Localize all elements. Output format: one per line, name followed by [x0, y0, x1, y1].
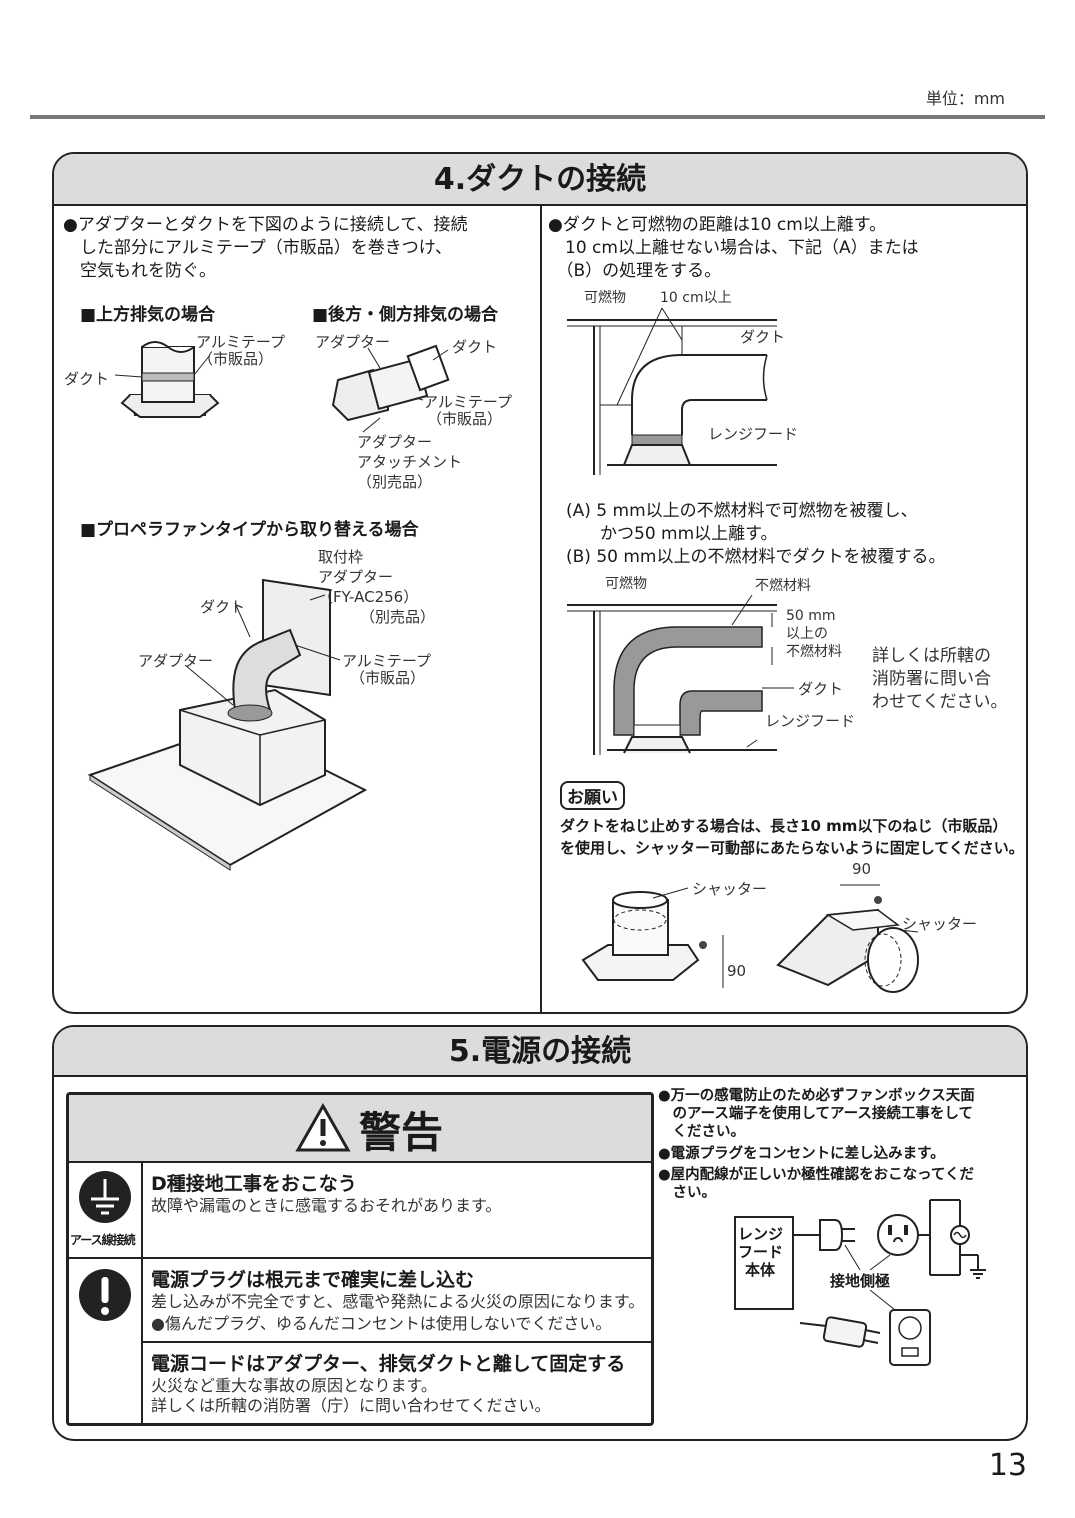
- request-tag: お願い: [560, 781, 625, 810]
- option-b: (B) 50 mm以上の不燃材料でダクトを被覆する。: [566, 547, 946, 567]
- nonflammable-diagram: [567, 594, 794, 755]
- prop-tape-sub: （市販品）: [350, 669, 426, 687]
- d2-nonflammable: 不燃材料: [755, 578, 811, 594]
- d1-duct: ダクト: [740, 328, 786, 346]
- shutter-label-2: シャッター: [902, 915, 978, 933]
- warning-triangle-icon: [295, 1103, 351, 1152]
- right-intro-3: （B）の処理をする。: [548, 261, 722, 281]
- top-tape-label: アルミテープ: [196, 333, 285, 351]
- frame-adapter-label: アダプター: [318, 568, 394, 586]
- earth-icon: [79, 1171, 131, 1223]
- right-intro-1: ●ダクトと可燃物の距離は10 cm以上離す。: [548, 215, 887, 235]
- section4-divider: [540, 206, 542, 1012]
- left-intro-1: ●アダプターとダクトを下図のように接続して、接続: [63, 215, 468, 235]
- top-exhaust-diagram: [114, 341, 220, 418]
- case-propeller-heading: ■プロペラファンタイプから取り替える場合: [80, 520, 419, 540]
- back-tape-label: アルミテープ: [423, 393, 512, 411]
- prop-tape-label: アルミテープ: [342, 652, 431, 670]
- unit-label: 単位：mm: [925, 89, 1005, 108]
- power-note-4: ●電源プラグをコンセントに差し込みます。: [658, 1146, 945, 1162]
- attach-label-1: アダプター: [357, 433, 433, 451]
- shutter-label-1: シャッター: [692, 880, 768, 898]
- d1-combustible: 可燃物: [584, 290, 626, 306]
- back-tape-sub: （市販品）: [427, 410, 503, 428]
- left-intro-2: した部分にアルミテープ（市販品）を巻きつけ、: [63, 238, 452, 258]
- d2-duct: ダクト: [798, 680, 844, 698]
- row1-title: D種接地工事をおこなう: [151, 1173, 357, 1195]
- case-back-heading: ■後方・側方排気の場合: [312, 305, 499, 325]
- d1-hood: レンジフード: [708, 425, 799, 443]
- d2-measure-1: 50 mm: [786, 608, 836, 624]
- warning-row-line-2: [141, 1341, 651, 1343]
- top-duct-label: ダクト: [64, 370, 110, 388]
- section-duct-connection: 4.ダクトの接続: [52, 152, 1028, 1014]
- d2-combustible: 可燃物: [605, 576, 647, 592]
- attach-label-2: アタッチメント: [357, 453, 463, 471]
- back-duct-label: ダクト: [452, 338, 498, 356]
- d2-measure-2: 以上の: [786, 626, 828, 642]
- propeller-replacement-diagram: [87, 578, 368, 871]
- d2-measure-3: 不燃材料: [786, 644, 842, 660]
- wiring-body-2: フード: [738, 1243, 784, 1261]
- left-intro-3: 空気もれを防ぐ。: [63, 261, 216, 281]
- request-text-1: ダクトをねじ止めする場合は、長さ10 mm以下のねじ（市販品）: [560, 817, 1008, 835]
- mandatory-exclamation-icon: [79, 1269, 131, 1321]
- row2-desc-2: ●傷んだプラグ、ゆるんだコンセントは使用しないでください。: [151, 1314, 612, 1333]
- ground-side-label: 接地側極: [830, 1272, 891, 1290]
- d2-note-1: 詳しくは所轄の: [872, 646, 991, 666]
- earth-label: アース線接続: [70, 1233, 136, 1247]
- back-adapter-label: アダプター: [315, 333, 391, 351]
- row1-desc: 故障や漏電のときに感電するおそれがあります。: [151, 1196, 502, 1215]
- power-note-5: ●屋内配線が正しいか極性確認をおこなってくだ: [658, 1167, 974, 1183]
- wiring-body-1: レンジ: [738, 1225, 784, 1243]
- option-a-1: (A) 5 mm以上の不燃材料で可燃物を被覆し、: [566, 501, 918, 521]
- row2-title: 電源プラグは根元まで確実に差し込む: [151, 1269, 475, 1291]
- section4-title: 4.ダクトの接続: [54, 154, 1026, 206]
- power-note-6: さい。: [658, 1185, 716, 1201]
- attach-label-3: （別売品）: [357, 473, 433, 491]
- clearance-diagram: [567, 307, 777, 475]
- warning-title: 警告: [359, 1108, 444, 1157]
- case-top-heading: ■上方排気の場合: [80, 305, 216, 325]
- d2-hood: レンジフード: [765, 712, 856, 730]
- frame-label: 取付枠: [318, 548, 364, 566]
- back-exhaust-diagram: [331, 344, 450, 433]
- warning-row-line-1: [69, 1257, 651, 1259]
- sold-separately-label: （別売品）: [360, 608, 436, 626]
- wiring-diagram: [734, 1199, 986, 1366]
- warning-col-line: [141, 1161, 143, 1423]
- section5-title: 5.電源の接続: [54, 1027, 1026, 1077]
- power-note-3: ください。: [658, 1124, 745, 1140]
- d2-note-2: 消防署に問い合: [872, 669, 991, 689]
- prop-duct-label: ダクト: [200, 598, 246, 616]
- right-intro-2: 10 cm以上離せない場合は、下記（A）または: [548, 238, 919, 258]
- row2-desc-1: 差し込みが不完全ですと、感電や発熱による火災の原因になります。: [151, 1292, 645, 1311]
- shutter-diagram: [581, 884, 919, 993]
- wiring-body-3: 本体: [745, 1261, 776, 1279]
- power-note-1: ●万一の感電防止のため必ずファンボックス天面: [658, 1088, 975, 1104]
- row3-desc-2: 詳しくは所轄の消防署（庁）に問い合わせてください。: [151, 1396, 551, 1415]
- top-tape-sub: （市販品）: [198, 350, 274, 368]
- row3-title: 電源コードはアダプター、排気ダクトと離して固定する: [151, 1353, 626, 1375]
- row3-desc-1: 火災など重大な事故の原因となります。: [151, 1376, 437, 1395]
- prop-adapter-label: アダプター: [138, 652, 214, 670]
- warning-header: 警告: [69, 1095, 651, 1163]
- request-text-2: を使用し、シャッター可動部にあたらないように固定してください。: [560, 839, 1024, 857]
- warning-table: 警告 アース線接続 D種接地工事をおこなう 故障や漏電のときに感電するおそれがあ…: [66, 1092, 654, 1426]
- power-note-2: のアース端子を使用してアース接続工事をして: [658, 1106, 973, 1122]
- page-number: 13: [988, 1448, 1027, 1483]
- dim-label-2: 90: [727, 962, 747, 980]
- model-label: （FY-AC256）: [318, 588, 419, 606]
- dim-label-1: 90: [852, 860, 872, 878]
- d1-distance: 10 cm以上: [660, 290, 732, 306]
- option-a-2: かつ50 mm以上離す。: [566, 524, 778, 544]
- d2-note-3: わせてください。: [872, 692, 1008, 712]
- top-rule: [30, 115, 1045, 119]
